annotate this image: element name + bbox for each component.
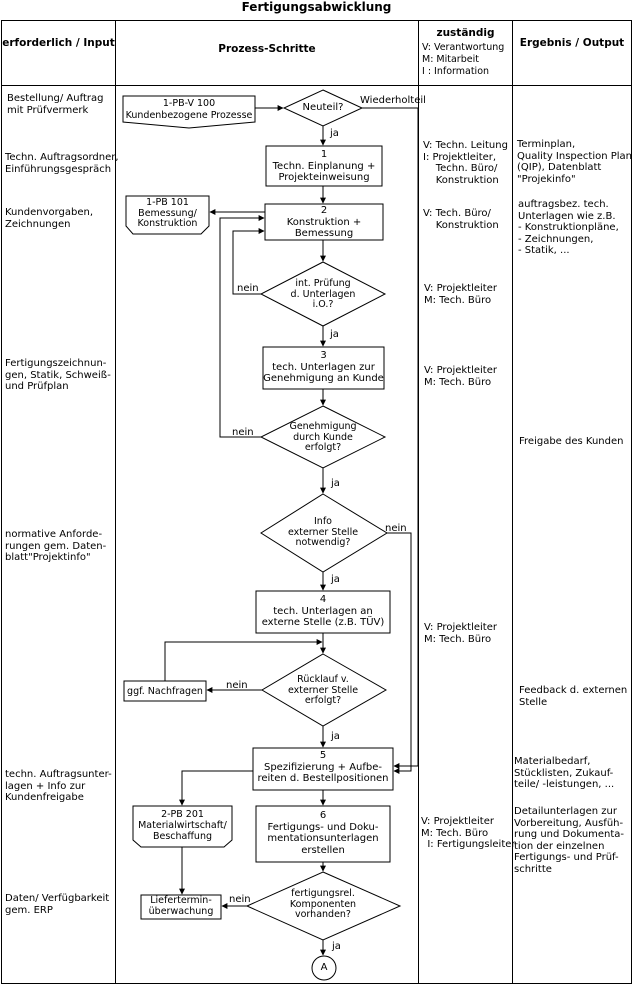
ref-101-shape [125,195,210,235]
step4-label: 4 tech. Unterlagen an externe Stelle (z.… [261,594,385,628]
header-process: Prozess-Schritte [218,43,316,55]
label-wiederholteil: Wiederholteil [360,95,426,106]
ref-start-label: 1-PB-V 100 Kundenbezogene Prozesse [125,98,253,121]
ref-201-label: 2-PB 201 Materialwirtschaft/ Beschaffung [138,809,227,842]
input-item: Daten/ Verfügbarkeit gem. ERP [5,893,110,916]
step2-shape [264,203,384,241]
header-input: erforderlich / Input [2,37,115,49]
ref-201-shape [132,805,233,848]
header-output: Ergebnis / Output [519,37,625,49]
output-item: Detailunterlagen zur Vorbereitung, Ausfü… [514,806,625,875]
input-item: Bestellung/ Auftrag mit Prüfvermerk [7,93,104,116]
output-item: Freigabe des Kunden [519,436,624,447]
label-ja: ja [331,731,340,742]
label-ja: ja [330,128,339,139]
label-nein: nein [229,894,251,905]
ref-101-label: 1-PB 101 Bemessung/ Konstruktion [137,197,198,229]
decision-pruefung-label: int. Prüfung d. Unterlagen i.O.? [290,278,356,310]
label-ja: ja [332,941,341,952]
label-nein: nein [226,680,248,691]
header-responsible: zuständig [436,27,495,39]
label-nein: nein [385,523,407,534]
responsible-item: V: Projektleiter M: Tech. Büro [424,283,497,306]
responsible-item: V: Techn. Leitung I: Projektleiter, Tech… [423,140,508,186]
responsible-item: V: Projektleiter M: Tech. Büro I: Fertig… [421,816,516,850]
label-ja: ja [331,478,340,489]
input-item: Techn. Auftragsordner, Einführungsgesprä… [5,152,119,175]
responsible-item: V: Projektleiter M: Tech. Büro [424,365,497,388]
output-item: Materialbedarf, Stücklisten, Zukauf- tei… [514,756,615,790]
step2-label: 2 Konstruktion + Bemessung [286,205,362,239]
page-title: Fertigungsabwicklung [241,0,392,14]
responsible-legend: V: Verantwortung M: Mitarbeit I : Inform… [422,42,505,77]
connector-shape [311,955,337,981]
step1-label: 1 Techn. Einplanung + Projekteinweisung [272,149,376,183]
responsible-item: V: Tech. Büro/ Konstruktion [423,208,499,231]
decision-genehmigung-label: Genehmigung durch Kunde erfolgt? [289,421,357,453]
table-frame [1,20,632,984]
label-ja: ja [330,329,339,340]
label-nein: nein [237,283,259,294]
ref-start-shape [122,95,256,129]
nachfragen-label: ggf. Nachfragen [127,686,203,697]
input-item: Fertigungszeichnun- gen, Statik, Schweiß… [5,358,111,392]
decision-info-label: Info externer Stelle notwendig? [287,516,359,548]
step5-label: 5 Spezifizierung + Aufbe- reiten d. Best… [257,750,389,784]
decision-ruecklauf-label: Rücklauf v. externer Stelle erfolgt? [287,674,359,706]
step3-label: 3 tech. Unterlagen zur Genehmigung an Ku… [263,350,384,384]
step6-label: 6 Fertigungs- und Doku- mentationsunterl… [267,810,379,856]
responsible-item: V: Projektleiter M: Tech. Büro [424,622,497,645]
connector-label: A [320,962,328,973]
label-nein: nein [232,427,254,438]
liefertermin-label: Liefertermin- überwachung [148,895,214,917]
decision-neuteil-label: Neuteil? [302,102,344,113]
step1-shape [265,145,383,187]
output-item: Feedback d. externen Stelle [519,685,628,708]
input-item: Kundenvorgaben, Zeichnungen [5,207,94,230]
input-item: techn. Auftragsunter- lagen + Info zur K… [5,769,112,803]
output-item: auftragsbez. tech. Unterlagen wie z.B. -… [518,199,619,256]
output-item: Terminplan, Quality Inspection Plan (QIP… [517,139,633,185]
input-item: normative Anforde- rungen gem. Daten- bl… [5,529,107,563]
liefertermin-shape [140,894,222,920]
label-ja: ja [331,574,340,585]
decision-komponenten-label: fertigungsrel. Komponenten vorhanden? [289,888,357,920]
